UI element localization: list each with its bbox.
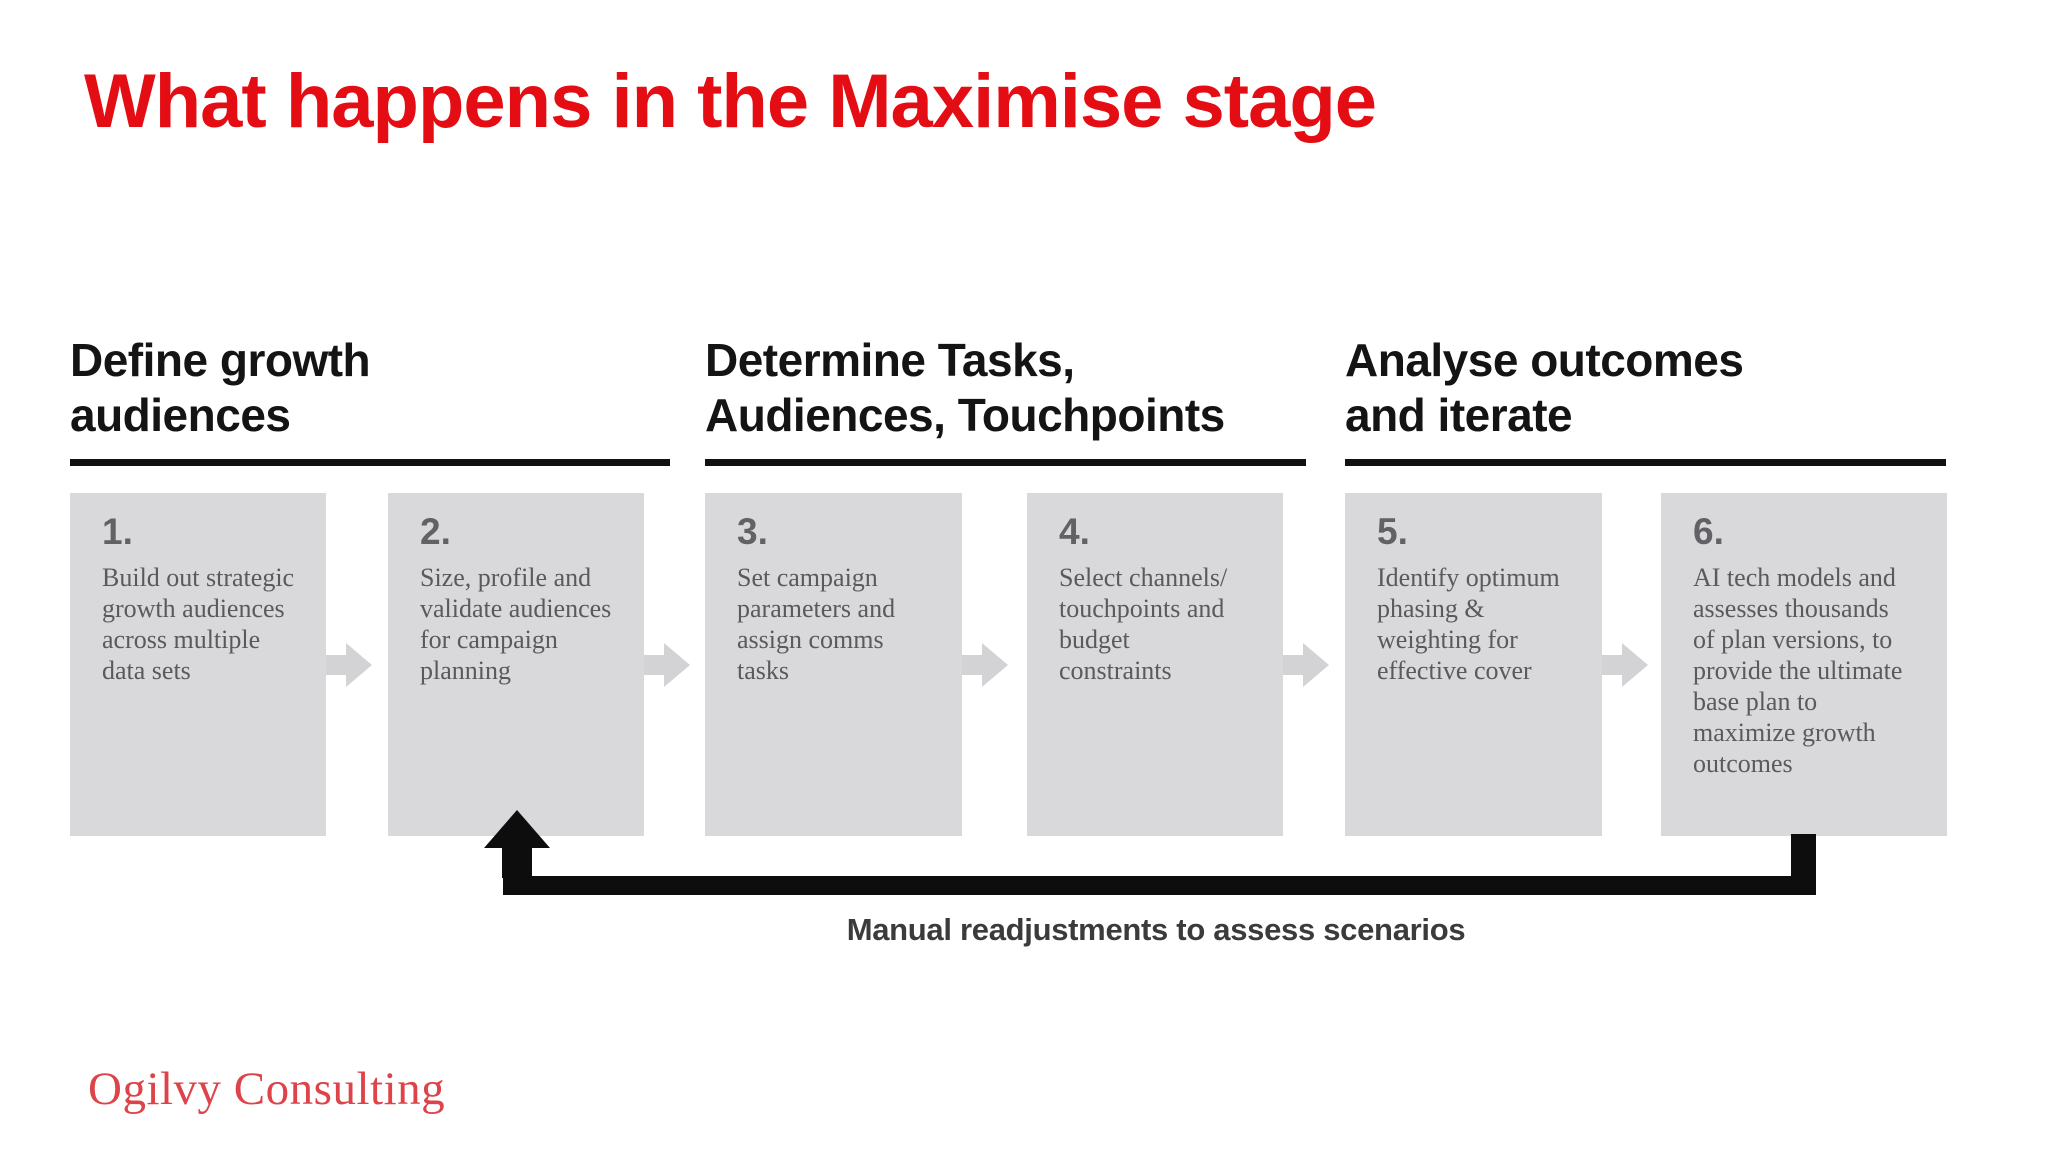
arrow-tail — [1283, 655, 1305, 675]
group-header-line: Determine Tasks, — [705, 334, 1075, 386]
group-header-line: Define growth — [70, 334, 371, 386]
feedback-line-right — [1791, 834, 1816, 878]
step-number: 5. — [1377, 511, 1408, 552]
step-description: Size, profile and validate audiences for… — [420, 563, 612, 685]
arrow-tail — [326, 655, 348, 675]
feedback-line-bottom — [503, 876, 1816, 895]
feedback-arrow-shaft — [502, 846, 532, 878]
group-header-line: Analyse outcomes — [1345, 334, 1744, 386]
page-title: What happens in the Maximise stage — [84, 59, 1377, 144]
flow-arrow-icon — [326, 643, 372, 687]
group-underline — [1345, 459, 1946, 466]
step-number: 2. — [420, 511, 451, 552]
group-underline — [705, 459, 1306, 466]
arrow-tail — [1602, 655, 1624, 675]
flow-arrow-icon — [1283, 643, 1329, 687]
process-box-3: 3. Set campaign parameters and assign co… — [705, 493, 962, 836]
step-number: 3. — [737, 511, 768, 552]
step-number: 4. — [1059, 511, 1090, 552]
group-header-line: Audiences, Touchpoints — [705, 389, 1225, 441]
feedback-label: Manual readjustments to assess scenarios — [846, 912, 1466, 947]
group-underline — [70, 459, 670, 466]
group-header-determine-tasks: Determine Tasks, Audiences, Touchpoints — [705, 333, 1225, 443]
arrow-head — [1303, 643, 1329, 687]
step-description: Identify optimum phasing & weighting for… — [1377, 563, 1560, 685]
arrow-tail — [644, 655, 666, 675]
flow-arrow-icon — [1602, 643, 1648, 687]
step-description: Build out strategic growth audiences acr… — [102, 563, 295, 685]
arrow-tail — [962, 655, 984, 675]
flow-arrow-icon — [644, 643, 690, 687]
step-description: AI tech models and assesses thousands of… — [1693, 563, 1903, 778]
step-number: 1. — [102, 511, 133, 552]
step-number: 6. — [1693, 511, 1724, 552]
arrow-head — [346, 643, 372, 687]
feedback-arrowhead-icon — [484, 810, 550, 848]
arrow-head — [664, 643, 690, 687]
flow-arrow-icon — [962, 643, 1008, 687]
ogilvy-consulting-logo: Ogilvy Consulting — [88, 1063, 446, 1115]
group-header-line: and iterate — [1345, 389, 1573, 441]
group-header-line: audiences — [70, 389, 291, 441]
process-box-4: 4. Select channels/ touchpoints and budg… — [1027, 493, 1283, 836]
arrow-head — [1622, 643, 1648, 687]
group-header-define-growth-audiences: Define growth audiences — [70, 333, 371, 443]
process-box-5: 5. Identify optimum phasing & weighting … — [1345, 493, 1602, 836]
step-description: Set campaign parameters and assign comms… — [737, 563, 896, 685]
process-box-1: 1. Build out strategic growth audiences … — [70, 493, 326, 836]
group-header-analyse-outcomes: Analyse outcomes and iterate — [1345, 333, 1744, 443]
process-box-2: 2. Size, profile and validate audiences … — [388, 493, 644, 836]
process-box-6: 6. AI tech models and assesses thousands… — [1661, 493, 1947, 836]
step-description: Select channels/ touchpoints and budget … — [1059, 563, 1228, 685]
arrow-head — [982, 643, 1008, 687]
